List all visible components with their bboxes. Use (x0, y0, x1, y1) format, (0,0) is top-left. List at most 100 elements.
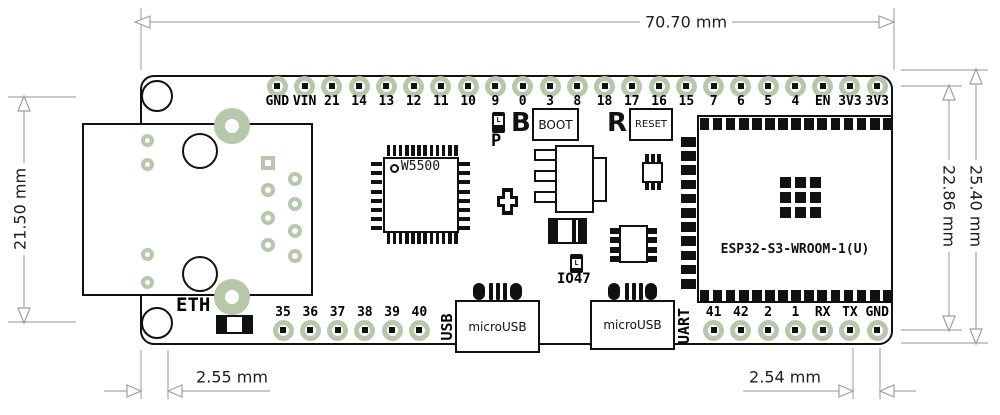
pin-hole (599, 80, 611, 92)
pin-hole-center (765, 83, 772, 89)
esp32-pad (725, 289, 736, 302)
pin-label-0: 0 (518, 94, 527, 109)
dim-pin-pitch: 2.54 mm (744, 367, 826, 387)
usb-pad (624, 283, 629, 300)
w5500-pin (459, 189, 470, 194)
eth-pin1-pad (261, 156, 275, 170)
pin-hole-center (656, 83, 663, 89)
pin-pad-14 (348, 75, 370, 97)
usb-pad (638, 283, 643, 300)
pin-hole-center (328, 83, 335, 89)
pin-hole-center (389, 327, 396, 333)
esp32-thermal-pad (795, 192, 807, 204)
pin-label-17: 17 (623, 94, 640, 109)
esp32-pad (778, 118, 788, 130)
pin-pad-tx (839, 319, 861, 341)
pin-label-6: 6 (736, 94, 745, 109)
esp32-thermal-pad (780, 192, 791, 204)
pin-pad-10 (457, 75, 479, 97)
pin-hole-center (361, 327, 368, 333)
pin-hole-center (301, 83, 308, 89)
pin-pad-21 (321, 75, 343, 97)
pin-pad-gnd (266, 75, 288, 97)
w5500-pin (371, 208, 382, 212)
esp32-pad (804, 118, 815, 130)
w5500-pin (417, 233, 421, 244)
led-mark: L (572, 259, 581, 268)
pin-label-3v3: 3V3 (838, 94, 862, 109)
esp32-pad (869, 118, 880, 130)
esp32-pad (817, 118, 828, 130)
reset-button-label: RESET (634, 119, 668, 130)
w5500-pin (386, 233, 391, 244)
usb-side-label: USB (438, 313, 456, 341)
esp32-label: ESP32-S3-WROOM-1(U) (720, 242, 870, 257)
sot6-chip (642, 162, 663, 183)
pin1-dot (390, 164, 399, 173)
w5500-pin (411, 233, 415, 244)
w5500-pin (423, 145, 427, 156)
pin-hole (871, 80, 883, 92)
esp32-thermal-pad (780, 177, 791, 188)
pin-pad-3v3 (839, 75, 861, 97)
w5500-pin (371, 162, 382, 166)
esp32-pad (712, 118, 723, 130)
pin-hole (271, 80, 283, 92)
pin-label-18: 18 (596, 94, 613, 109)
pin-hole (735, 80, 747, 92)
sot6-leg (657, 181, 661, 190)
w5500-pin (371, 189, 382, 194)
pin-label-1: 1 (791, 305, 800, 320)
pin-hole (626, 80, 638, 92)
pin-hole (571, 80, 583, 92)
io47-led: L (570, 254, 583, 273)
pin-hole (544, 80, 556, 92)
eth-pad (141, 134, 154, 147)
pin-hole (462, 80, 474, 92)
capacitor-cap (578, 220, 585, 242)
esp32-pad (681, 236, 696, 246)
pin-pad-39 (381, 319, 403, 341)
pin-label-en: EN (814, 94, 831, 109)
w5500-pin (459, 226, 470, 231)
esp32-pad (843, 118, 854, 130)
w5500-pin (398, 145, 403, 156)
esp32-pad (681, 165, 696, 175)
esp32-pad (699, 289, 710, 302)
w5500-pin (404, 145, 409, 156)
pin-hole (735, 324, 747, 336)
sot6-leg (657, 154, 661, 163)
sot6-leg (645, 154, 649, 163)
pin-pad-42 (730, 319, 752, 341)
boot-button: BOOT (532, 108, 579, 141)
voltage-regulator (555, 145, 594, 213)
pin-hole-center (601, 83, 608, 89)
pin-hole (708, 80, 720, 92)
w5500-pin (459, 198, 470, 203)
pin-pad-41 (703, 319, 725, 341)
esp32-pad (681, 208, 696, 218)
eth-label: ETH (176, 294, 211, 316)
esp32-pad (765, 118, 775, 130)
esp32-pad (778, 289, 788, 302)
eth-connector (82, 108, 313, 315)
mounting-hole-bottom-left (141, 307, 173, 339)
pin-pad-12 (403, 75, 425, 97)
esp32-pad (765, 289, 775, 302)
pin-hole-center (737, 327, 744, 333)
pin-hole-center (383, 83, 390, 89)
eth-pad (261, 238, 275, 252)
esp32-pad (817, 289, 828, 302)
pin-hole (871, 324, 883, 336)
pin-hole (380, 80, 392, 92)
w5500-pin (423, 233, 427, 244)
esp32-pad (869, 289, 880, 302)
crystal-inner (500, 199, 515, 204)
usb-pad (509, 283, 522, 300)
soic8-leg (610, 256, 619, 262)
esp32-pad (791, 289, 801, 302)
pin-hole-center (792, 327, 799, 333)
pin-hole (789, 80, 801, 92)
reset-prefix-label: R (607, 108, 628, 138)
